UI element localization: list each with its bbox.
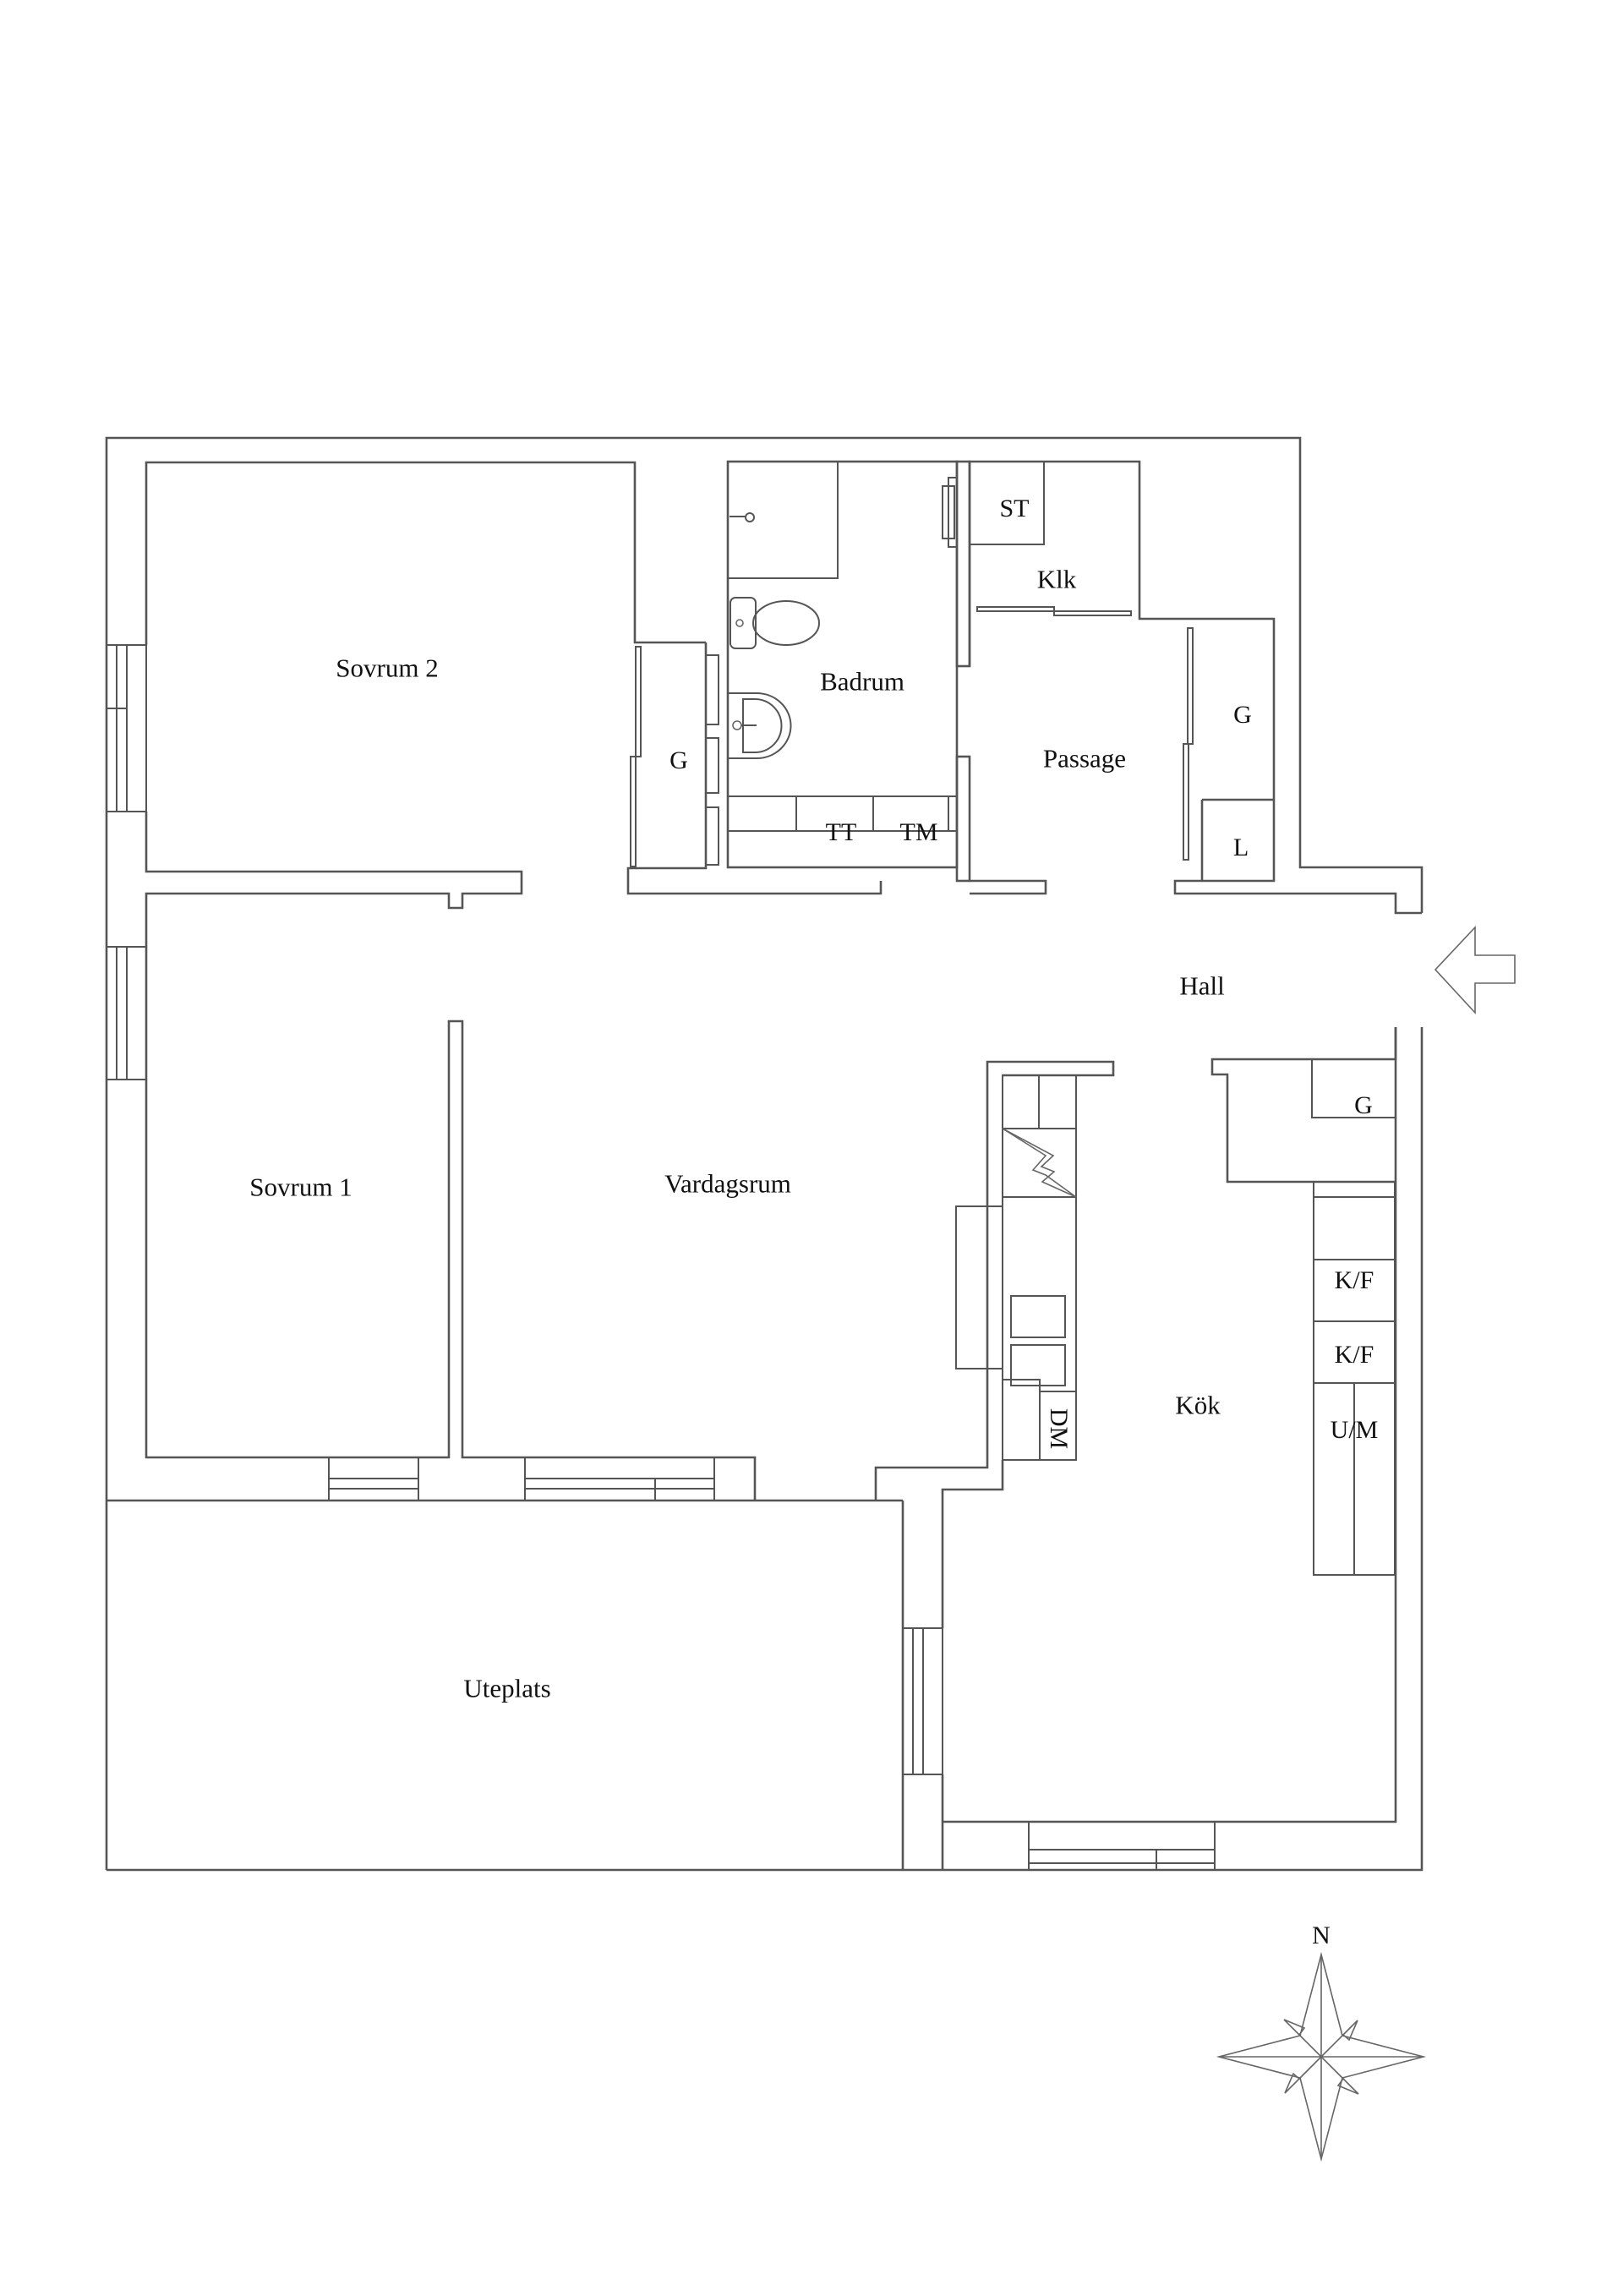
wardrobe-label-sovrum2: G: [669, 746, 688, 774]
dishwasher-label: DM: [1045, 1408, 1073, 1450]
kitchen-walls: [874, 1027, 1397, 1871]
entry-arrow-icon: [1434, 925, 1516, 1015]
compass-rose-icon: [1216, 1951, 1427, 2162]
wardrobe-sovrum2: [626, 642, 883, 895]
room-label-uteplats: Uteplats: [463, 1673, 551, 1703]
badrum: [726, 460, 1047, 895]
room-label-badrum: Badrum: [820, 666, 904, 697]
fridge-freezer-label-2: K/F: [1334, 1341, 1374, 1369]
linen-closet-label: L: [1232, 834, 1249, 861]
sovrum2-walls: [106, 461, 706, 947]
room-label-sovrum-2: Sovrum 2: [336, 653, 439, 683]
oven-microwave-label: U/M: [1330, 1416, 1379, 1444]
storage-label-st: ST: [999, 495, 1030, 522]
washer-label-tm: TM: [899, 818, 938, 846]
klk: [969, 461, 1132, 616]
refrigerator-icon: [1002, 1128, 1077, 1198]
room-label-vardagsrum: Vardagsrum: [664, 1168, 791, 1199]
room-label-sovrum-1: Sovrum 1: [249, 1172, 352, 1202]
passage-storage: [1183, 627, 1274, 881]
kitchen-counter-west: [955, 1074, 1077, 1461]
sovrum1-walls: [106, 946, 903, 1502]
room-label-passage: Passage: [1042, 743, 1127, 774]
room-label-klk: Klk: [1036, 564, 1077, 594]
room-label-hall: Hall: [1179, 970, 1225, 1001]
wardrobe-label-passage: G: [1233, 701, 1252, 729]
dryer-label-tt: TT: [825, 818, 857, 846]
room-label-kok: Kök: [1175, 1390, 1221, 1420]
kitchen-counter-east: [1313, 1181, 1396, 1576]
wardrobe-label-hall: G: [1354, 1091, 1373, 1119]
fridge-freezer-label-1: K/F: [1334, 1266, 1374, 1294]
compass-north-label: N: [1312, 1922, 1331, 1949]
outer-wall: [105, 436, 1424, 1872]
